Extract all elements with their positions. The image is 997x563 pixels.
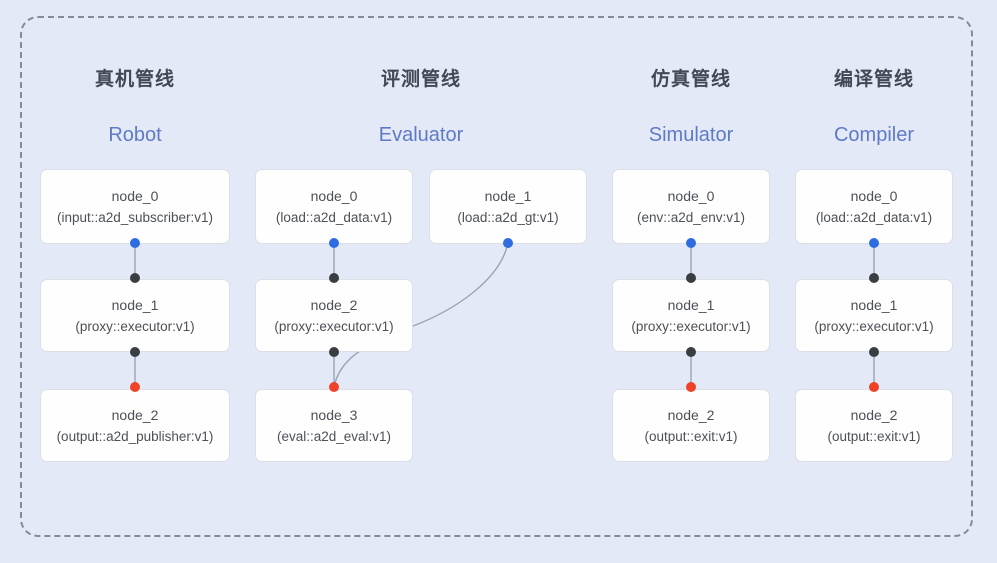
node-detail: (output::exit:v1) xyxy=(827,428,921,444)
node-title: node_1 xyxy=(850,296,898,313)
input-port-dot xyxy=(869,273,879,283)
output-port-dot xyxy=(869,238,879,248)
node-compiler-0[interactable]: node_0 (load::a2d_data:v1) xyxy=(795,169,953,244)
node-detail: (load::a2d_data:v1) xyxy=(815,209,933,225)
node-evaluator-0[interactable]: node_0 (load::a2d_data:v1) xyxy=(255,169,413,244)
node-detail: (proxy::executor:v1) xyxy=(75,318,195,334)
node-compiler-2[interactable]: node_2 (output::exit:v1) xyxy=(795,389,953,462)
node-evaluator-3[interactable]: node_3 (eval::a2d_eval:v1) xyxy=(255,389,413,462)
node-title: node_3 xyxy=(310,406,358,423)
input-port-dot xyxy=(329,382,339,392)
node-title: node_2 xyxy=(667,406,715,423)
node-simulator-2[interactable]: node_2 (output::exit:v1) xyxy=(612,389,770,462)
output-port-dot xyxy=(329,347,339,357)
input-port-dot xyxy=(130,382,140,392)
node-evaluator-2[interactable]: node_2 (proxy::executor:v1) xyxy=(255,279,413,352)
node-detail: (proxy::executor:v1) xyxy=(631,318,751,334)
node-title: node_2 xyxy=(850,406,898,423)
input-port-dot xyxy=(329,273,339,283)
pipeline-title-en-evaluator: Evaluator xyxy=(378,124,464,146)
node-simulator-0[interactable]: node_0 (env::a2d_env:v1) xyxy=(612,169,770,244)
pipeline-title-zh-compiler: 编译管线 xyxy=(833,69,915,90)
node-title: node_0 xyxy=(111,187,159,204)
node-detail: (input::a2d_subscriber:v1) xyxy=(56,209,214,225)
node-detail: (proxy::executor:v1) xyxy=(274,318,394,334)
output-port-dot xyxy=(329,238,339,248)
pipeline-title-zh-simulator: 仿真管线 xyxy=(650,69,732,90)
output-port-dot xyxy=(686,347,696,357)
output-port-dot xyxy=(130,238,140,248)
pipeline-title-zh-robot: 真机管线 xyxy=(94,69,176,90)
node-simulator-1[interactable]: node_1 (proxy::executor:v1) xyxy=(612,279,770,352)
node-title: node_0 xyxy=(667,187,715,204)
node-evaluator-1[interactable]: node_1 (load::a2d_gt:v1) xyxy=(429,169,587,244)
node-robot-2[interactable]: node_2 (output::a2d_publisher:v1) xyxy=(40,389,230,462)
input-port-dot xyxy=(686,382,696,392)
node-detail: (output::a2d_publisher:v1) xyxy=(56,428,214,444)
edge-evaluator-1-3-curve xyxy=(333,242,509,388)
output-port-dot xyxy=(869,347,879,357)
output-port-dot xyxy=(130,347,140,357)
node-title: node_2 xyxy=(111,406,159,423)
input-port-dot xyxy=(686,273,696,283)
output-port-dot xyxy=(503,238,513,248)
dashed-border-frame xyxy=(20,16,973,537)
pipeline-title-en-simulator: Simulator xyxy=(648,124,734,146)
node-title: node_0 xyxy=(310,187,358,204)
node-detail: (output::exit:v1) xyxy=(644,428,738,444)
node-detail: (env::a2d_env:v1) xyxy=(636,209,746,225)
pipeline-title-en-robot: Robot xyxy=(108,124,162,146)
node-detail: (load::a2d_gt:v1) xyxy=(457,209,559,225)
input-port-dot xyxy=(130,273,140,283)
node-detail: (proxy::executor:v1) xyxy=(814,318,934,334)
input-port-dot xyxy=(869,382,879,392)
node-robot-1[interactable]: node_1 (proxy::executor:v1) xyxy=(40,279,230,352)
node-compiler-1[interactable]: node_1 (proxy::executor:v1) xyxy=(795,279,953,352)
node-title: node_1 xyxy=(667,296,715,313)
node-robot-0[interactable]: node_0 (input::a2d_subscriber:v1) xyxy=(40,169,230,244)
output-port-dot xyxy=(686,238,696,248)
node-detail: (eval::a2d_eval:v1) xyxy=(276,428,392,444)
node-title: node_2 xyxy=(310,296,358,313)
node-title: node_1 xyxy=(484,187,532,204)
node-detail: (load::a2d_data:v1) xyxy=(275,209,393,225)
pipeline-title-en-compiler: Compiler xyxy=(833,124,915,146)
node-title: node_1 xyxy=(111,296,159,313)
node-title: node_0 xyxy=(850,187,898,204)
pipeline-title-zh-evaluator: 评测管线 xyxy=(380,69,462,90)
